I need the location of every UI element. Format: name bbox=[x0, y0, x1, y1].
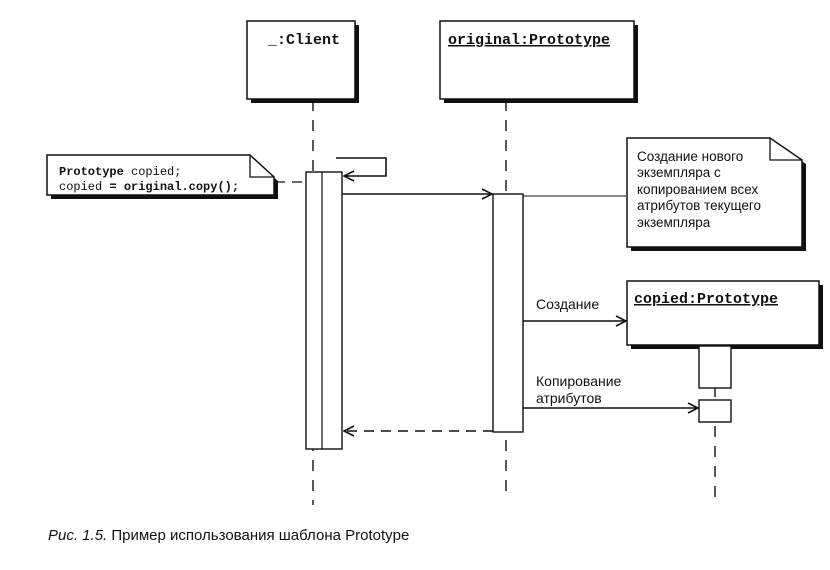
description-line-2: экземпляра с bbox=[637, 165, 721, 180]
self-call-arrow bbox=[336, 157, 387, 176]
client-label: _:Client bbox=[267, 32, 340, 49]
client-activation-bar bbox=[305, 171, 343, 450]
code-decl-rest: copied; bbox=[124, 165, 182, 179]
code-note: Prototype copied; copied = original.copy… bbox=[46, 154, 306, 199]
code-note-fold bbox=[249, 155, 274, 178]
copied-activation-copy bbox=[698, 399, 732, 423]
lifeline-client: _:Client bbox=[246, 20, 359, 505]
description-line-3: копированием всех bbox=[637, 182, 758, 197]
description-line-4: атрибутов текущего bbox=[637, 198, 761, 213]
code-equals: = bbox=[102, 180, 124, 194]
lifeline-original: original:Prototype bbox=[439, 20, 638, 500]
figure-caption: Рис. 1.5. Пример использования шаблона P… bbox=[48, 527, 409, 544]
caption-prefix: Рис. 1.5. bbox=[48, 527, 108, 544]
code-note-line2: copied = original.copy(); bbox=[59, 180, 239, 194]
copied-box bbox=[626, 280, 820, 346]
code-var-copied: copied bbox=[59, 180, 102, 194]
original-activation-bar bbox=[492, 193, 524, 433]
code-note-line1: Prototype copied; bbox=[59, 165, 181, 179]
original-label: original:Prototype bbox=[448, 32, 610, 49]
lifeline-copied: copied:Prototype bbox=[626, 280, 823, 505]
description-note-box bbox=[626, 137, 803, 248]
description-note-fold bbox=[769, 138, 802, 161]
create-message-label: Создание bbox=[536, 296, 599, 312]
copied-label: copied:Prototype bbox=[634, 291, 778, 308]
copy-attributes-label-line2: атрибутов bbox=[536, 390, 602, 406]
original-box bbox=[439, 20, 635, 100]
code-copy-call: original.copy(); bbox=[124, 180, 239, 194]
copy-attributes-label-line1: Копирование bbox=[536, 373, 622, 389]
description-note: Создание нового экземпляра с копирование… bbox=[523, 137, 806, 251]
client-box bbox=[246, 20, 356, 100]
copied-activation-create bbox=[698, 345, 732, 389]
description-line-5: экземпляра bbox=[637, 215, 711, 230]
code-note-box bbox=[46, 154, 275, 196]
description-line-1: Создание нового bbox=[637, 149, 743, 164]
code-keyword-prototype: Prototype bbox=[59, 165, 124, 179]
caption-text: Пример использования шаблона Prototype bbox=[107, 527, 410, 544]
